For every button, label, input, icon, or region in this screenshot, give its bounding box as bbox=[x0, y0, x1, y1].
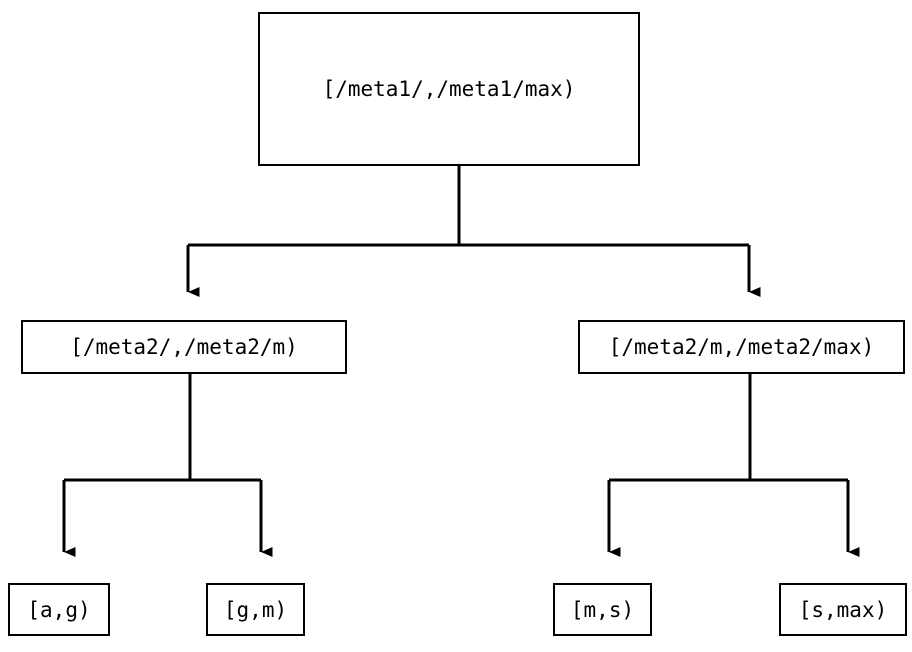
node-leaf-2[interactable]: [g,m) bbox=[206, 583, 305, 636]
node-mid-right-label: [/meta2/m,/meta2/max) bbox=[608, 335, 875, 359]
node-leaf-4[interactable]: [s,max) bbox=[779, 583, 907, 636]
node-leaf-1[interactable]: [a,g) bbox=[8, 583, 110, 636]
node-mid-left[interactable]: [/meta2/,/meta2/m) bbox=[21, 320, 347, 374]
node-mid-left-label: [/meta2/,/meta2/m) bbox=[70, 335, 298, 359]
node-leaf-4-label: [s,max) bbox=[798, 597, 888, 622]
node-leaf-1-label: [a,g) bbox=[27, 597, 91, 622]
node-root-label: [/meta1/,/meta1/max) bbox=[322, 77, 576, 101]
node-leaf-2-label: [g,m) bbox=[223, 597, 288, 622]
node-leaf-3-label: [m,s) bbox=[570, 597, 635, 622]
node-mid-right[interactable]: [/meta2/m,/meta2/max) bbox=[578, 320, 905, 374]
node-leaf-3[interactable]: [m,s) bbox=[553, 583, 652, 636]
node-root[interactable]: [/meta1/,/meta1/max) bbox=[258, 12, 640, 166]
